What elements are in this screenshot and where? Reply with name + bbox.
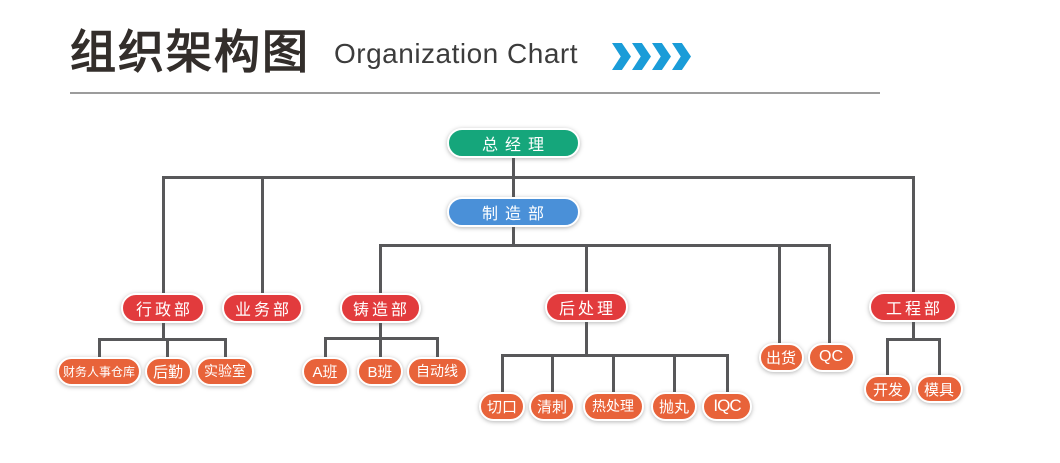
connector-line [777,245,781,344]
org-node-casting-dept: 铸造部 [339,293,421,323]
org-node-finance-hr-warehouse: 财务人事仓库 [57,356,141,386]
page-subtitle: Organization Chart [334,38,579,69]
org-node-business-dept: 业务部 [221,293,303,323]
org-node-engineering-dept: 工程部 [869,292,957,322]
org-node-post-processing: 后处理 [544,292,628,322]
connector-line [611,355,615,393]
org-node-shift-b: B班 [357,356,403,386]
connector-line [672,355,676,393]
connector-line [97,339,101,358]
connector-line [725,355,729,393]
connector-line [435,338,439,358]
connector-line [97,337,227,341]
connector-line [911,177,915,294]
org-node-shipping: 出货 [758,342,804,372]
title-divider [70,92,880,94]
org-node-shot-blasting: 抛丸 [651,391,697,421]
chevron-arrows-decoration [612,43,691,70]
connector-line [223,339,227,358]
chevron-right-icon [632,43,651,70]
chevron-right-icon [612,43,631,70]
connector-line [885,339,889,376]
chevron-right-icon [672,43,691,70]
connector-line [378,245,382,294]
org-node-qc: QC [807,342,855,372]
org-node-molds: 模具 [915,375,963,403]
org-node-deburring: 清刺 [529,391,575,421]
connector-line [378,322,382,340]
org-node-laboratory: 实验室 [196,356,254,386]
connector-line [511,227,515,246]
org-node-shift-a: A班 [301,356,349,386]
org-node-general-manager: 总经理 [446,128,580,158]
connector-line [161,175,915,179]
connector-line [500,353,729,357]
connector-line [550,355,554,393]
org-node-iqc: IQC [702,391,752,421]
connector-line [165,339,169,358]
connector-line [323,338,327,358]
chevron-right-icon [652,43,671,70]
connector-line [584,321,588,356]
connector-line [161,177,165,294]
org-node-admin-dept: 行政部 [121,293,205,323]
connector-line [161,322,165,340]
connector-line [378,243,831,247]
connector-line [500,355,504,393]
org-node-logistics: 后勤 [144,356,192,386]
connector-line [378,338,382,358]
org-node-heat-treatment: 热处理 [582,391,644,421]
connector-line [937,339,941,376]
org-node-manufacturing-dept: 制造部 [446,197,580,227]
page-title: 组织架构图 [70,26,310,78]
connector-line [260,177,264,294]
org-node-development: 开发 [864,375,912,403]
org-node-cutting: 切口 [479,391,525,421]
connector-line [885,337,941,341]
connector-line [584,245,588,294]
org-node-automatic-line: 自动线 [406,356,468,386]
connector-line [911,321,915,340]
connector-line [827,245,831,344]
